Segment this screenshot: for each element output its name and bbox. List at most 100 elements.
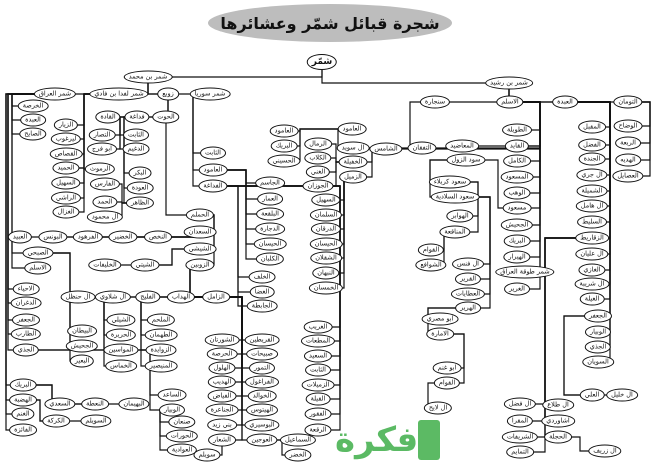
tribe-node[interactable]: شمر سوريا [189, 87, 231, 101]
tribe-node[interactable]: القادة [95, 110, 121, 124]
tribe-node[interactable]: السعدي [44, 397, 76, 411]
tribe-node[interactable]: الثابت [123, 128, 149, 142]
tribe-node[interactable]: العلي [579, 388, 605, 402]
tribe-node[interactable]: التومان [613, 95, 643, 109]
tribe-node[interactable]: الحملم [185, 208, 215, 222]
tribe-node[interactable]: الصبحي [22, 246, 54, 260]
tribe-node[interactable]: الشيتي [130, 258, 160, 272]
tribe-node[interactable]: الغريب [303, 320, 333, 334]
tribe-node[interactable]: الشيشي [183, 242, 217, 256]
tribe-node[interactable]: شمر بن محمد [123, 70, 173, 84]
tribe-node[interactable]: الربعة [615, 136, 641, 150]
tribe-node[interactable]: الحميد [52, 161, 80, 175]
tribe-node[interactable]: البهيمان [118, 397, 150, 411]
tribe-node[interactable]: العبدة [552, 95, 578, 109]
tribe-node[interactable]: الثابت [305, 363, 331, 377]
tribe-node[interactable]: المقرا [506, 414, 534, 428]
tribe-node[interactable]: القوام [417, 243, 445, 257]
tribe-node[interactable]: المعاضيد [445, 139, 479, 153]
tribe-node[interactable]: العبدة [20, 113, 46, 127]
tribe-node[interactable]: المسعود [500, 170, 534, 184]
tribe-node[interactable]: الجحيش [500, 218, 534, 232]
tribe-node[interactable]: التمور [248, 361, 276, 375]
tribe-node[interactable]: السعدان [183, 225, 217, 239]
tribe-node[interactable]: المناقعة [439, 225, 471, 239]
tribe-node[interactable]: الدغيم [122, 142, 150, 156]
tribe-node[interactable]: السويان [582, 355, 614, 369]
tribe-node[interactable]: الجعفر [584, 309, 612, 323]
tribe-node[interactable]: الخوالد [247, 389, 277, 403]
tribe-node[interactable]: الزامل [202, 290, 230, 304]
tribe-node[interactable]: الحمد [92, 195, 118, 209]
tribe-node[interactable]: ال شريبة [574, 277, 610, 291]
tribe-node[interactable]: ال خليل [606, 388, 638, 402]
tribe-node[interactable]: النعطة [81, 397, 109, 411]
tribe-node[interactable]: الجعفر [12, 313, 40, 327]
tribe-node[interactable]: الكلاب [304, 151, 332, 165]
tribe-node[interactable]: المقبل [578, 120, 606, 134]
tribe-node[interactable]: زوبع [157, 87, 179, 101]
tribe-node[interactable]: الشوافع [415, 258, 447, 272]
tribe-node[interactable]: الحريرة [105, 328, 137, 342]
tribe-node[interactable]: الوبيار [584, 325, 612, 339]
tribe-node[interactable]: الزيار [53, 118, 79, 132]
tribe-node[interactable]: الغيلة [579, 292, 605, 306]
tribe-node[interactable]: ال فنس [452, 257, 484, 271]
tribe-node[interactable]: الحيسان [253, 237, 287, 251]
tribe-node[interactable]: العامود [198, 163, 228, 177]
tribe-node[interactable]: الرموث [84, 162, 116, 176]
tribe-node[interactable]: الحيسان [309, 237, 343, 251]
tribe-node[interactable]: المنيصير [144, 359, 178, 373]
tribe-node[interactable]: ال سويد [336, 141, 370, 155]
tribe-node[interactable]: الفداغة [198, 179, 228, 193]
tribe-node[interactable]: الحجلة [544, 430, 572, 444]
tribe-node[interactable]: الدرقان [310, 222, 342, 236]
tribe-node[interactable]: الاسلم [496, 95, 524, 109]
tribe-node[interactable]: صبيحات [246, 347, 278, 361]
tribe-node[interactable]: التمايم [506, 445, 534, 459]
tribe-node[interactable]: النخص [144, 230, 172, 244]
tribe-node[interactable]: شمر طوقة العراق [495, 265, 555, 279]
tribe-node[interactable]: الغني [305, 165, 331, 179]
tribe-node[interactable]: ال لايح [423, 401, 453, 415]
tribe-node[interactable]: الزميلات [301, 378, 335, 392]
tribe-node[interactable]: الرقعة [304, 423, 332, 437]
tribe-node[interactable]: الثابت [200, 146, 226, 160]
tribe-node[interactable]: الفراغول [245, 375, 279, 389]
tribe-node[interactable]: شمر لفدا بن فادي [89, 87, 149, 101]
tribe-node[interactable]: الكلبان [255, 252, 285, 266]
tribe-node[interactable]: السليط [577, 215, 607, 229]
tribe-node[interactable]: العامود [269, 124, 299, 138]
tribe-node[interactable]: سعود كربلاء [428, 175, 472, 189]
tribe-node[interactable]: سعود السلادية [430, 190, 480, 204]
tribe-node[interactable]: العودة [126, 181, 154, 195]
tribe-node[interactable]: البعير [69, 354, 95, 368]
tribe-node[interactable]: الشميلة [576, 184, 608, 198]
tribe-node[interactable]: العصايل [612, 169, 644, 183]
tribe-node[interactable]: الطويلة [502, 123, 532, 137]
tribe-node[interactable]: المطعات [300, 334, 336, 348]
tribe-node[interactable]: ال جري [576, 168, 608, 182]
tribe-node[interactable]: ال طلاع [542, 398, 574, 412]
tribe-node[interactable]: ال محمود [86, 210, 124, 224]
tribe-node[interactable]: الفليج [135, 290, 161, 304]
tribe-node[interactable]: ال شلاوي [94, 290, 132, 304]
tribe-node[interactable]: الهيتوس [246, 403, 278, 417]
tribe-node[interactable]: ابو فرج [87, 142, 117, 156]
tribe-node[interactable]: الوهب [503, 186, 531, 200]
tribe-node[interactable]: العطايات [450, 287, 486, 301]
tribe-node[interactable]: المواسين [103, 343, 139, 357]
tribe-node[interactable]: الهلول [208, 361, 236, 375]
tribe-node[interactable]: العبيد [7, 230, 33, 244]
tribe-node[interactable]: البريك [503, 234, 531, 248]
tribe-node[interactable]: الكامل [503, 154, 531, 168]
tribe-node[interactable]: البكر [128, 166, 152, 180]
tribe-node[interactable]: الطارب [10, 327, 42, 341]
tribe-node[interactable]: الغازي [578, 263, 606, 277]
tribe-node[interactable]: الاحياء [12, 282, 40, 296]
tribe-node[interactable]: ال هامل [575, 199, 609, 213]
tribe-node[interactable]: العامود [337, 122, 367, 136]
tribe-node[interactable]: شمر بن رشيد [485, 76, 533, 90]
tribe-node[interactable]: سويلم [193, 448, 221, 462]
tribe-node[interactable]: صنعان [168, 415, 196, 429]
